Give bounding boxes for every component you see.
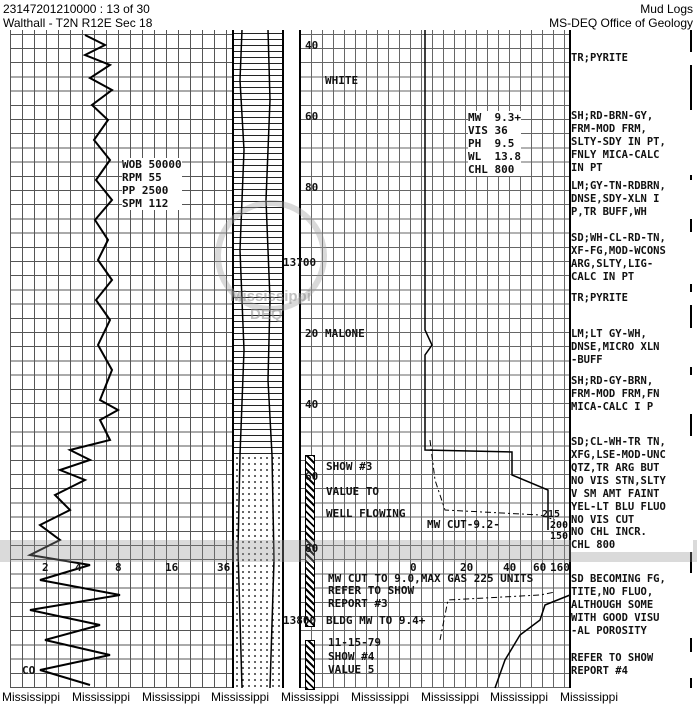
scale-label: 40 [503, 561, 517, 574]
footer-watermark: Mississippi [211, 690, 270, 704]
param: RPM 55 [122, 171, 162, 184]
annotation: BLDG MW TO 9.4+ [326, 614, 426, 627]
scale-label: 2 [42, 561, 49, 574]
depth-label: 80 [305, 181, 319, 194]
gas-track [300, 30, 570, 688]
formation-name: WHITE [325, 74, 359, 87]
annotation: VALUE TO [326, 485, 379, 498]
mud-prop: WL 13.8 [468, 150, 521, 163]
depth-label: 40 [305, 398, 319, 411]
lithology-description: LM;GY-TN-RDBRN, DNSE,SDY-XLN I P,TR BUFF… [571, 180, 693, 219]
footer-watermark: Mississippi [560, 690, 619, 704]
param: WOB 50000 [122, 158, 182, 171]
lithology-description: TR;PYRITE [571, 52, 693, 65]
depth-label: 13800 [283, 614, 317, 627]
lithology-description: REFER TO SHOW REPORT #4 [571, 652, 693, 678]
scale-label: 36 [217, 561, 231, 574]
litho-boundary [265, 29, 275, 689]
total-gas-curve [424, 30, 549, 530]
annotation: 11-15-79 [328, 636, 381, 649]
footer-watermark: Mississippi [142, 690, 201, 704]
annotation: REFER TO SHOW [328, 584, 415, 597]
annotation: MW CUT-9.2- [427, 518, 500, 531]
watermark-seal [215, 200, 327, 312]
param: SPM 112 [122, 197, 169, 210]
depth-label: 60 [305, 470, 319, 483]
scale-label: 4 [75, 561, 82, 574]
depth-label: 60 [305, 110, 319, 123]
mud-prop: MW 9.3+ [468, 111, 521, 124]
scale-label: 16 [165, 561, 179, 574]
lithology-description: SH;RD-GY-BRN, FRM-MOD FRM,FN MICA-CALC I… [571, 375, 693, 414]
annotation: WELL FLOWING [326, 507, 406, 520]
mud-prop: VIS 36 [468, 124, 508, 137]
document-type: Mud Logs [640, 2, 693, 16]
mud-properties: MW 9.3+ VIS 36 PH 9.5 WL 13.8 CHL 800 [468, 111, 521, 176]
document-id: 23147201210000 : 13 of 30 [3, 2, 150, 16]
footer-watermark: Mississippi [72, 690, 131, 704]
param: PP 2500 [122, 184, 169, 197]
gas-value: 215 [542, 509, 561, 520]
track-divider [569, 30, 571, 688]
lithology-description: LM;LT GY-WH, DNSE,MICRO XLN -BUFF [571, 328, 693, 367]
scan-artifact-band [0, 540, 697, 562]
watermark-text: DEQ [250, 306, 283, 323]
annotation: SHOW #4 [328, 650, 375, 663]
show-interval-bar [305, 455, 315, 627]
agency: MS-DEQ Office of Geology [549, 16, 693, 30]
track-divider [232, 30, 234, 688]
lithology-description: SD;WH-CL-RD-TN, XF-FG,MOD-WCONS ARG,SLTY… [571, 232, 693, 284]
gas-value: 150 [550, 531, 569, 542]
annotation: SHOW #3 [326, 460, 373, 473]
footer-watermark: Mississippi [490, 690, 549, 704]
gas-curve-lower [494, 594, 571, 689]
annotation: REPORT #3 [328, 597, 388, 610]
annotation: VALUE 5 [328, 663, 375, 676]
litho-boundary [237, 29, 245, 689]
drilling-parameters: WOB 50000 RPM 55 PP 2500 SPM 112 [122, 158, 182, 210]
formation-top: MALONE [325, 327, 365, 340]
scale-label: 8 [115, 561, 122, 574]
lithology-description: TR;PYRITE [571, 292, 693, 305]
footer-watermark: Mississippi [421, 690, 480, 704]
track-divider [299, 30, 301, 688]
annotation: MW CUT TO 9.0,MAX GAS 225 UNITS [328, 572, 534, 585]
scale-label: 160 [550, 561, 570, 574]
lithology-description: NO CHL INCR. CHL 800 [571, 526, 693, 552]
chromatograph-curve [429, 439, 556, 521]
mud-prop: PH 9.5 [468, 137, 515, 150]
watermark-text: Mississippi [230, 288, 311, 305]
footer-watermark: Mississippi [281, 690, 340, 704]
depth-label: 40 [305, 39, 319, 52]
drill-rate-curve [26, 34, 121, 686]
footer-watermark: Mississippi [2, 690, 61, 704]
scale-label: 0 [410, 561, 417, 574]
mud-prop: CHL 800 [468, 163, 515, 176]
annotation: CO [22, 664, 36, 677]
track-divider [282, 30, 284, 688]
depth-label: 13700 [283, 256, 317, 269]
well-location: Walthall - T2N R12E Sec 18 [3, 16, 153, 30]
footer-watermark: Mississippi [351, 690, 410, 704]
show-interval-bar [305, 640, 315, 690]
scale-label: 60 [533, 561, 547, 574]
chromatograph-curve-lower [439, 591, 556, 641]
lithology-description: SD;CL-WH-TR TN, XFG,LSE-MOD-UNC QTZ,TR A… [571, 436, 693, 527]
lithology-description: SH;RD-BRN-GY, FRM-MOD FRM, SLTY-SDY IN P… [571, 110, 693, 175]
gas-value: 200 [550, 520, 569, 531]
lithology-description: SD BECOMING FG, TITE,NO FLUO, ALTHOUGH S… [571, 573, 693, 638]
depth-label: 80 [305, 542, 319, 555]
scale-label: 20 [460, 561, 474, 574]
depth-label: 20 [305, 327, 319, 340]
